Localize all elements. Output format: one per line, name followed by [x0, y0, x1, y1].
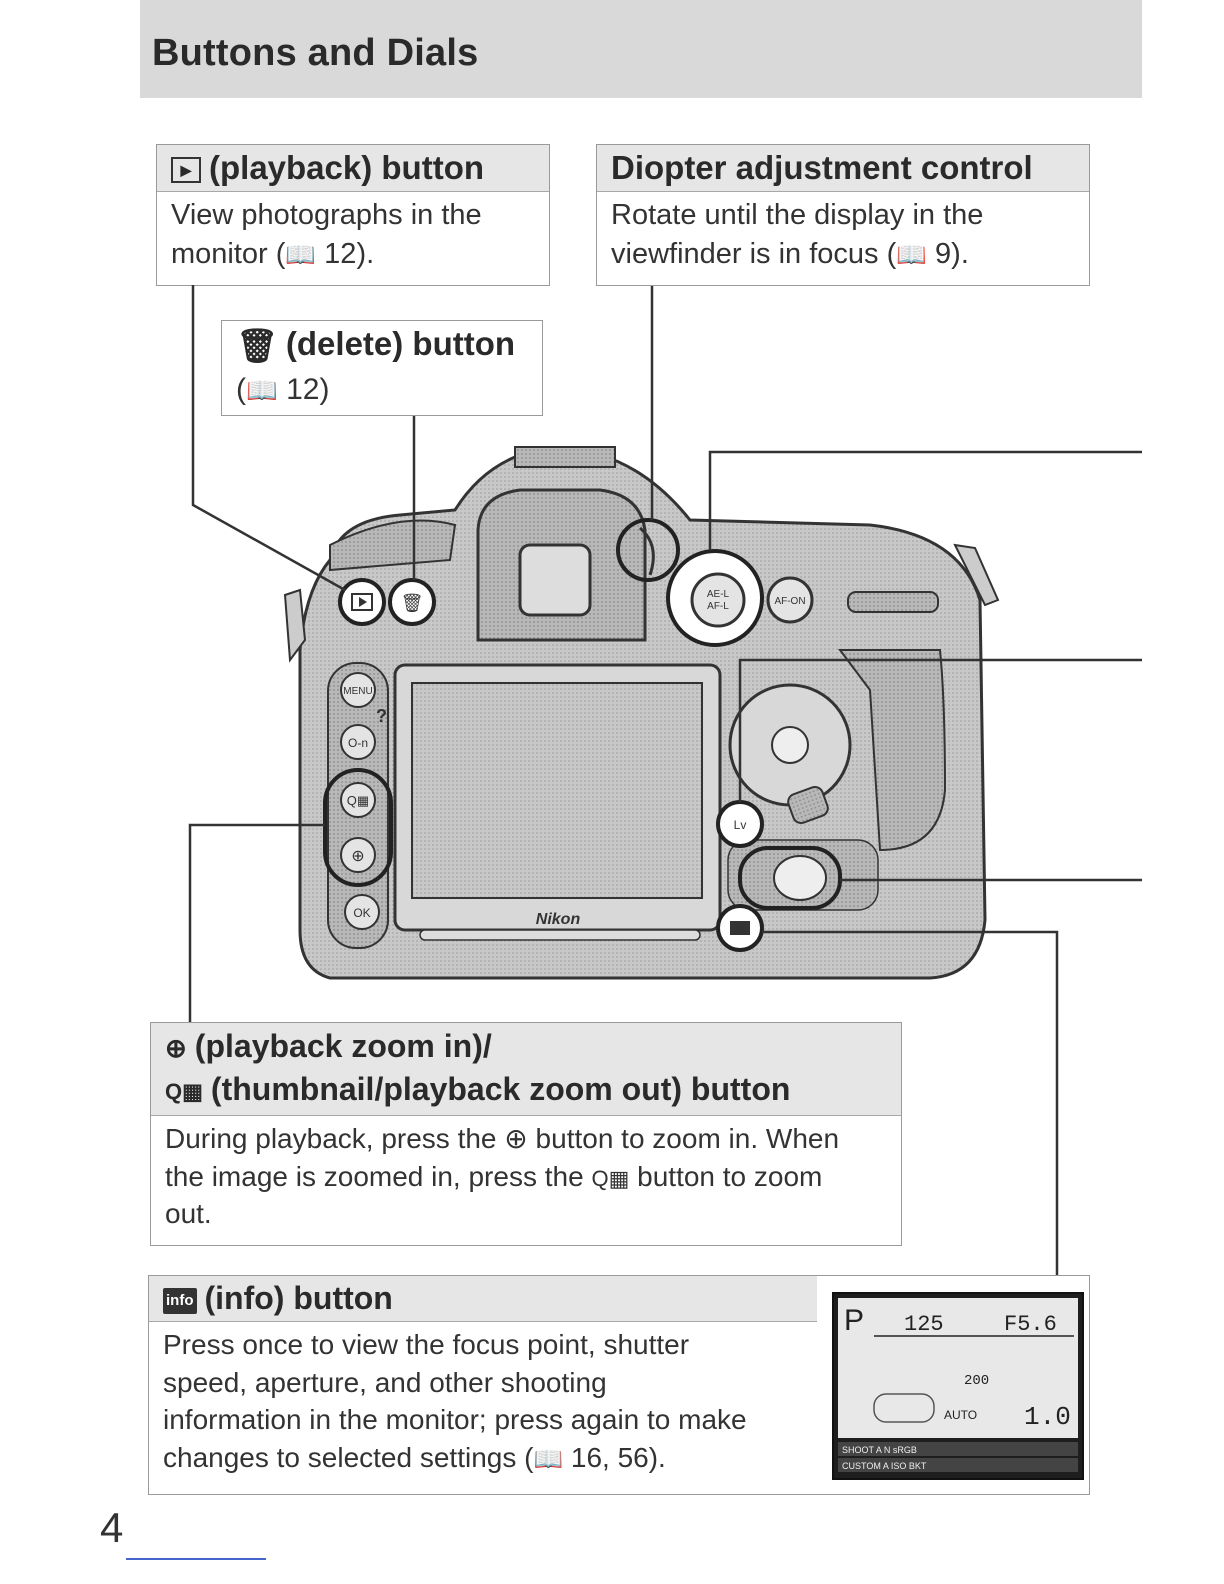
svg-text:MENU: MENU [343, 686, 372, 697]
playback-delete-buttons: 🗑 [338, 578, 436, 626]
ael-afl-button: AE-L AF-L AF-ON [666, 549, 814, 647]
lcd-shutter: 125 [904, 1312, 944, 1337]
brand-logo: Nikon [536, 911, 581, 928]
callout-diopter-control: Diopter adjustment control Rotate until … [596, 144, 1090, 286]
callout-body: Rotate until the display in the viewfind… [611, 199, 984, 270]
svg-text:O-n: O-n [348, 736, 368, 750]
svg-text:AF-L: AF-L [707, 601, 729, 612]
svg-text:AE-L: AE-L [707, 589, 730, 600]
lv-button: Lv [716, 800, 764, 848]
book-icon: 📖 [246, 376, 278, 405]
book-icon: 📖 [285, 241, 317, 269]
diopter-control [616, 518, 680, 582]
thumbnail-zoom-out-icon: Q▦ [591, 1165, 630, 1191]
book-icon: 📖 [896, 241, 927, 269]
info-button [716, 904, 764, 952]
svg-text:🗑: 🗑 [401, 593, 424, 614]
trash-icon: 🗑 [236, 326, 278, 364]
callout-title: info(info) button [149, 1276, 817, 1322]
playback-icon: ▶ [171, 157, 201, 184]
footer-rule [126, 1558, 266, 1560]
thumbnail-zoom-out-icon: Q▦ [165, 1078, 203, 1104]
callout-body: During playback, press the ⊕ button to z… [165, 1123, 840, 1230]
callout-zoom-buttons: ⊕(playback zoom in)/ Q▦(thumbnail/playba… [150, 1022, 902, 1246]
left-buttons: MENU O-n ? Q▦ ⊕ OK [323, 672, 393, 930]
leader-lines [188, 285, 1142, 1275]
callout-title: ▶(playback) button [157, 145, 549, 192]
lcd-auto: AUTO [944, 1408, 977, 1422]
zoom-in-icon: ⊕ [504, 1123, 528, 1155]
callout-body: (📖 12) [236, 372, 330, 406]
info-display-graphic: P 125 F5.6 200 AUTO 1.0 SHOOT A N sRGB C… [838, 1298, 1078, 1472]
lcd-row-shooting: SHOOT A N sRGB [842, 1445, 917, 1455]
callout-title: 🗑(delete) button [222, 321, 542, 370]
svg-text:OK: OK [353, 906, 370, 920]
svg-text:Lv: Lv [734, 818, 747, 832]
callout-delete-button: 🗑(delete) button (📖 12) [221, 320, 543, 416]
svg-text:⊕: ⊕ [351, 848, 364, 865]
svg-text:AF-ON: AF-ON [774, 596, 805, 607]
lcd-comp: 1.0 [1024, 1402, 1071, 1432]
lcd-iso: 200 [964, 1373, 989, 1389]
callout-playback-button: ▶(playback) button View photographs in t… [156, 144, 550, 286]
callout-title: ⊕(playback zoom in)/ Q▦(thumbnail/playba… [151, 1023, 901, 1117]
zoom-in-icon: ⊕ [165, 1033, 187, 1063]
lcd-mode: P [844, 1304, 864, 1337]
info-display-screen: P 125 F5.6 200 AUTO 1.0 SHOOT A N sRGB C… [832, 1292, 1084, 1480]
page-number: 4 [100, 1504, 124, 1551]
release-lever [738, 846, 842, 910]
svg-text:?: ? [376, 706, 387, 726]
camera-body [283, 446, 1000, 980]
callout-body: View photographs in the monitor (📖 12). [171, 199, 482, 270]
book-icon: 📖 [533, 1445, 564, 1473]
lcd-aperture: F5.6 [1004, 1312, 1057, 1337]
page-title: Buttons and Dials [152, 32, 479, 74]
lcd-row-custom: CUSTOM A ISO BKT [842, 1461, 927, 1471]
svg-text:Q▦: Q▦ [347, 793, 369, 808]
callout-title: Diopter adjustment control [597, 145, 1089, 192]
info-icon: info [163, 1287, 197, 1314]
page-header: Buttons and Dials [140, 0, 1142, 98]
callout-body: Press once to view the focus point, shut… [163, 1329, 747, 1473]
